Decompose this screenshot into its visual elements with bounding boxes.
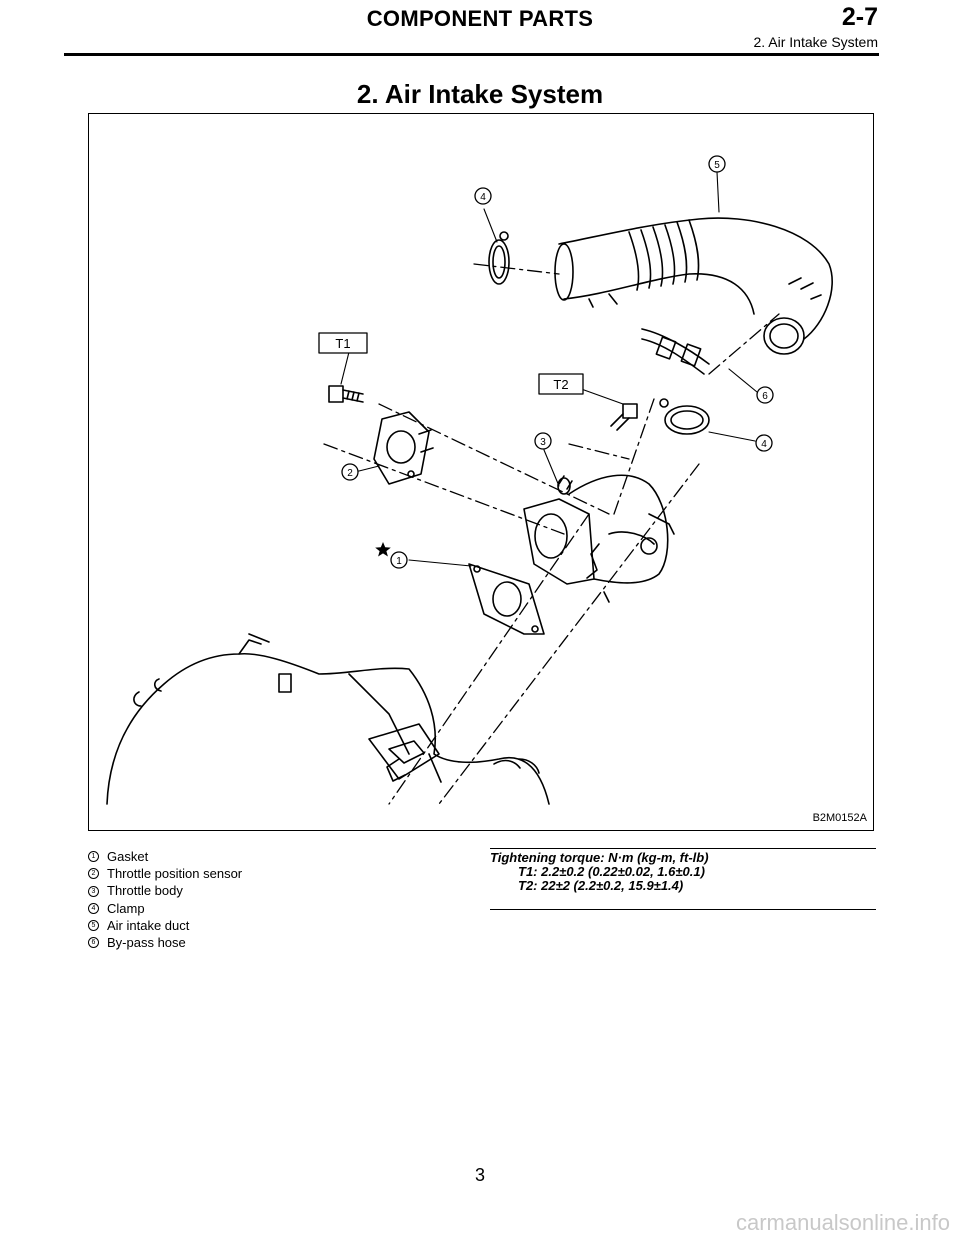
legend-item: 2 Throttle position sensor (88, 865, 468, 882)
section-number: 2-7 (841, 3, 878, 31)
header-subtitle: 2. Air Intake System (753, 34, 879, 50)
page-number: 3 (474, 1165, 485, 1185)
legend-number: 4 (88, 902, 99, 914)
t2-bolt (610, 403, 638, 431)
legend-label: Clamp (107, 900, 145, 916)
hose-clamps (488, 231, 710, 435)
legend-label: Throttle body (107, 883, 183, 899)
legend-number: 1 (88, 851, 99, 863)
air-intake-duct (554, 217, 833, 355)
legend-item: 4 Clamp (88, 900, 468, 917)
legend-item: 5 Air intake duct (88, 917, 468, 934)
callout-3: 3 (540, 437, 546, 448)
gasket (468, 563, 545, 635)
legend-label: Gasket (107, 849, 149, 864)
t1-tag-box (318, 332, 368, 354)
by-pass-hose (641, 328, 710, 375)
t2-tag: T2 (553, 377, 568, 392)
callout-1: 1 (396, 556, 402, 567)
t1-tag: T1 (335, 336, 350, 351)
callout-4-top: 4 (480, 192, 486, 203)
legend-number: 5 (88, 919, 99, 931)
header-rule (64, 53, 879, 56)
torque-spec: Tightening torque: N·m (kg-m, ft-lb) T1:… (490, 848, 876, 910)
t1-bolt (328, 385, 364, 403)
diagram-drawing: 4 5 6 4 3 2 1 T1 T2 (106, 155, 833, 805)
legend-item: 1 Gasket (88, 848, 468, 865)
exploded-diagram: 4 5 6 4 3 2 1 T1 T2 B2M0152A (88, 113, 874, 831)
legend-number: 3 (88, 885, 99, 897)
callout-5: 5 (714, 160, 720, 171)
legend-number: 2 (88, 868, 99, 880)
star-icon (375, 542, 391, 557)
legend-label: Air intake duct (107, 917, 190, 933)
torque-t1: T1: 2.2±0.2 (0.22±0.02, 1.6±0.1) (518, 864, 705, 879)
callout-2: 2 (347, 468, 353, 479)
header-title: COMPONENT PARTS (366, 6, 594, 31)
leader-lines (340, 171, 758, 567)
legend-label: Throttle position sensor (107, 866, 243, 882)
legend-number: 6 (88, 937, 99, 949)
torque-heading: Tightening torque: N·m (kg-m, ft-lb) (490, 850, 709, 865)
t2-tag-box (538, 373, 584, 395)
parts-legend: 1 Gasket 2 Throttle position sensor 3 Th… (88, 848, 468, 951)
throttle-position-sensor (373, 411, 434, 485)
legend-item: 6 By-pass hose (88, 934, 468, 951)
callout-circles (341, 155, 774, 569)
watermark: carmanualsonline.info (735, 1210, 950, 1235)
callout-4-right: 4 (761, 439, 767, 450)
figure-id: B2M0152A (812, 812, 867, 824)
page-title: 2. Air Intake System (356, 79, 604, 109)
torque-t2: T2: 22±2 (2.2±0.2, 15.9±1.4) (518, 878, 684, 893)
intake-manifold (106, 633, 550, 805)
legend-label: By-pass hose (107, 935, 186, 951)
legend-item: 3 Throttle body (88, 882, 468, 899)
assembly-axes (323, 263, 780, 805)
callout-6: 6 (762, 391, 768, 402)
throttle-body (523, 474, 675, 603)
